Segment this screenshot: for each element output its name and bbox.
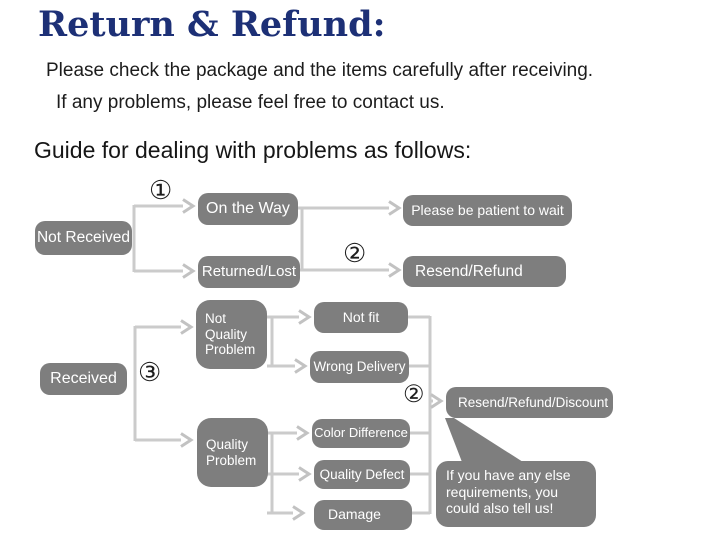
node-damage: Damage [314,500,412,530]
node-color-difference: Color Difference [312,419,410,448]
node-received: Received [40,363,127,395]
node-returned-lost: Returned/Lost [198,256,300,288]
node-be-patient: Please be patient to wait [403,195,572,226]
step-marker-2-bottom: ② [403,381,425,408]
node-not-quality-problem: Not Quality Problem [196,300,267,369]
node-wrong-delivery: Wrong Delivery [310,351,409,383]
intro-line-1: Please check the package and the items c… [46,60,594,81]
node-not-fit: Not fit [314,302,408,333]
step-marker-2-top: ② [343,238,367,268]
node-on-the-way: On the Way [198,193,298,225]
step-marker-1: ① [149,175,173,205]
callout-bubble: If you have any else requirements, you c… [436,461,596,527]
page-title: Return & Refund: [38,4,386,45]
intro-line-2: If any problems, please feel free to con… [56,92,445,113]
node-quality-defect: Quality Defect [314,460,410,489]
node-not-received: Not Received [35,221,132,255]
step-marker-3: ③ [138,357,162,387]
node-resend-refund-discount: Resend/Refund/Discount [446,387,613,418]
callout-tail [445,418,523,462]
guide-heading: Guide for dealing with problems as follo… [34,137,472,163]
node-resend-refund: Resend/Refund [403,256,566,287]
node-quality-problem: Quality Problem [197,418,268,487]
